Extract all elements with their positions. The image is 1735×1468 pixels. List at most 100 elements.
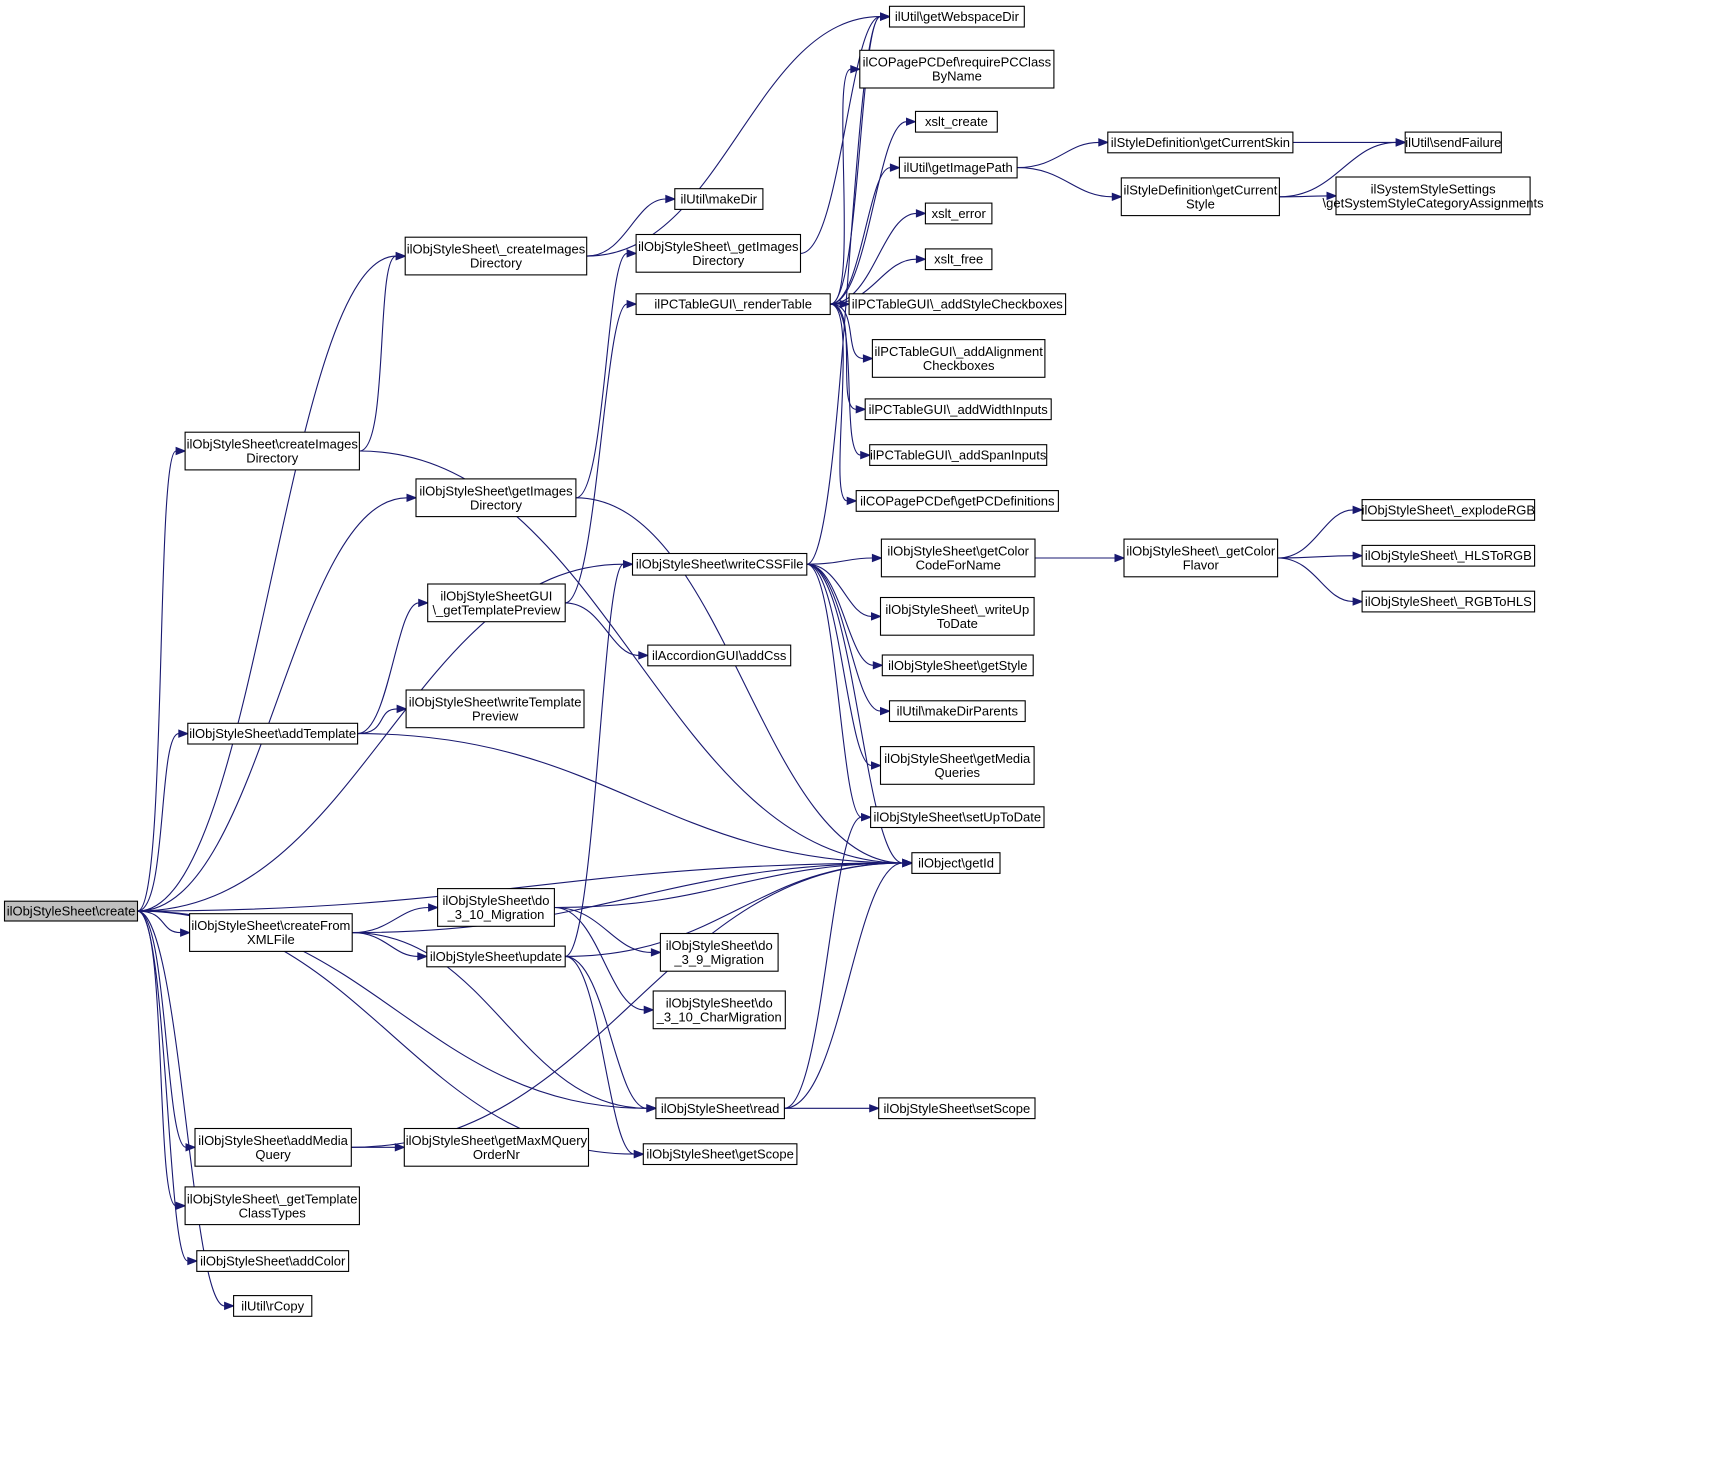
node-label: Directory	[692, 253, 745, 268]
node-label: ClassTypes	[239, 1205, 307, 1220]
edge-u_getImagesDir-to-webspace	[800, 16, 881, 254]
arrowhead	[175, 1201, 187, 1211]
node-rCopy[interactable]: ilUtil\rCopy	[233, 1295, 313, 1317]
node-label: ilObjStyleSheet\getScope	[646, 1147, 793, 1162]
node-create[interactable]: ilObjStyleSheet\create	[3, 900, 139, 922]
node-hls2rgb[interactable]: ilObjStyleSheet\_HLSToRGB	[1361, 544, 1536, 567]
node-makeDirParents[interactable]: ilUtil\makeDirParents	[888, 700, 1026, 723]
edge-createFromXML-to-do310	[352, 906, 429, 934]
edge-create-to-createImagesDir	[137, 450, 177, 912]
node-sendFailure[interactable]: ilUtil\sendFailure	[1404, 131, 1502, 154]
node-label: Directory	[470, 497, 523, 512]
node-label: ByName	[932, 69, 982, 84]
node-addTemplate[interactable]: ilObjStyleSheet\addTemplate	[187, 722, 359, 745]
node-label: XMLFile	[247, 932, 295, 947]
node-box	[652, 990, 786, 1030]
node-xsltError[interactable]: xslt_error	[924, 202, 993, 225]
node-do310char[interactable]: ilObjStyleSheet\do_3_10_CharMigration	[652, 990, 786, 1030]
arrowhead	[1395, 138, 1407, 147]
edge-writeCSS-to-colorCode	[806, 557, 873, 565]
node-label: ilObjStyleSheet\_getColor	[1126, 544, 1276, 559]
node-makeDir[interactable]: ilUtil\makeDir	[674, 188, 764, 210]
node-box	[888, 5, 1025, 28]
node-tplPreview[interactable]: ilObjStyleSheetGUI\_getTemplatePreview	[427, 583, 566, 623]
edge-getImagesDir-to-u_getImagesDir	[575, 252, 628, 499]
arrowhead	[638, 651, 650, 660]
node-sysStyle[interactable]: ilSystemStyleSettings\getSystemStyleCate…	[1323, 176, 1545, 216]
node-renderTable[interactable]: ilPCTableGUI\_renderTable	[635, 293, 831, 316]
node-addSpan[interactable]: ilPCTableGUI\_addSpanInputs	[869, 444, 1048, 466]
edge-tplPreview-to-renderTable	[564, 303, 628, 604]
node-imagePath[interactable]: ilUtil\getImagePath	[898, 156, 1018, 179]
node-label: ilPCTableGUI\_addAlignment	[875, 344, 1044, 359]
node-addWidth[interactable]: ilPCTableGUI\_addWidthInputs	[864, 398, 1052, 421]
node-label: ilObjStyleSheet\getMedia	[884, 751, 1031, 766]
arrowhead	[839, 299, 851, 309]
node-box	[881, 654, 1034, 677]
edge-imagePath-to-curSkin	[1017, 141, 1099, 169]
edge-u_createImagesDir-to-webspace	[586, 16, 881, 257]
node-box	[403, 1127, 590, 1167]
node-addColor[interactable]: ilObjStyleSheet\addColor	[196, 1250, 350, 1272]
node-xsltCreate[interactable]: xslt_create	[914, 110, 998, 133]
node-box	[1123, 538, 1279, 578]
node-getId[interactable]: ilObject\getId	[911, 852, 1001, 874]
edge-writeCSS-to-getMQ	[806, 563, 872, 767]
node-box	[194, 1127, 352, 1167]
node-label: ilObjStyleSheet\writeTemplate	[409, 694, 582, 709]
node-box	[869, 444, 1048, 466]
node-rgb2hls[interactable]: ilObjStyleSheet\_RGBToHLS	[1361, 590, 1536, 613]
node-explodeRGB[interactable]: ilObjStyleSheet\_explodeRGB	[1361, 499, 1536, 521]
node-getStyle[interactable]: ilObjStyleSheet\getStyle	[881, 654, 1034, 677]
node-box	[924, 248, 993, 271]
arrowhead	[185, 1143, 197, 1152]
node-do310[interactable]: ilObjStyleSheet\do_3_10_Migration	[437, 888, 555, 927]
node-webspace[interactable]: ilUtil\getWebspaceDir	[888, 5, 1025, 28]
arrowhead	[395, 251, 407, 261]
node-label: \getSystemStyleCategoryAssignments	[1323, 195, 1545, 210]
node-writeCSS[interactable]: ilObjStyleSheet\writeCSSFile	[631, 552, 808, 576]
node-label: Directory	[246, 451, 299, 466]
node-do39[interactable]: ilObjStyleSheet\do_3_9_Migration	[659, 932, 779, 972]
node-getScope[interactable]: ilObjStyleSheet\getScope	[642, 1143, 798, 1166]
arrowhead	[626, 249, 638, 258]
node-addStyleCb[interactable]: ilPCTableGUI\_addStyleCheckboxes	[848, 293, 1067, 316]
arrowhead	[650, 948, 662, 957]
node-update[interactable]: ilObjStyleSheet\update	[426, 945, 566, 968]
edge-do310-to-do310char	[554, 906, 645, 1011]
arrowhead	[880, 12, 891, 21]
arrowhead	[872, 661, 884, 670]
node-label: ilObjStyleSheet\createImages	[187, 437, 359, 452]
node-getPCDefs[interactable]: ilCOPagePCDef\getPCDefinitions	[855, 490, 1059, 512]
node-xsltFree[interactable]: xslt_free	[924, 248, 993, 271]
node-read[interactable]: ilObjStyleSheet\read	[655, 1097, 785, 1120]
node-box	[184, 1186, 360, 1226]
node-box	[855, 490, 1059, 512]
node-curSkin[interactable]: ilStyleDefinition\getCurrentSkin	[1107, 131, 1294, 154]
arrowhead	[178, 729, 190, 738]
arrowhead	[643, 1005, 655, 1015]
node-box	[1404, 131, 1502, 154]
arrowhead	[406, 493, 418, 503]
node-addCss[interactable]: ilAccordionGUI\addCss	[647, 644, 792, 667]
node-setUpToDate[interactable]: ilObjStyleSheet\setUpToDate	[870, 806, 1045, 829]
edge-create-to-addMediaQuery	[137, 910, 187, 1148]
edge-writeCSS-to-writeUpToDate	[806, 563, 872, 617]
node-setScope[interactable]: ilObjStyleSheet\setScope	[878, 1097, 1036, 1120]
